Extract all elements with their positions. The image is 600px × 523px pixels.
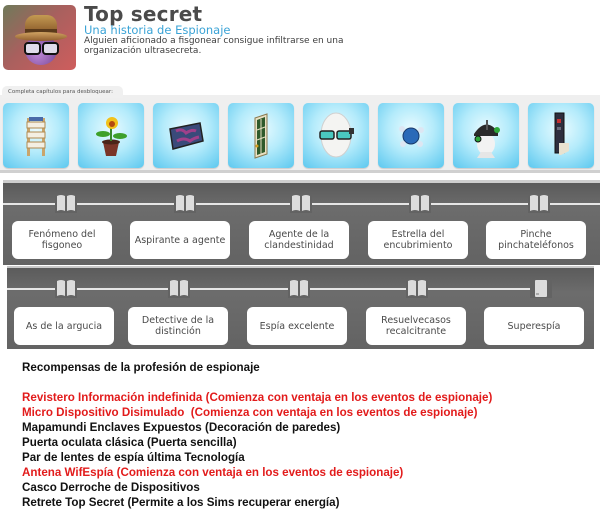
open-book-icon xyxy=(290,194,312,213)
magazine-rack-icon xyxy=(26,116,46,156)
spy-glasses-mask-icon xyxy=(319,112,354,157)
open-book-icon xyxy=(409,194,431,213)
reward-item: Antena WifEspía (Comienza con ventaja en… xyxy=(22,466,404,479)
reward-tile[interactable] xyxy=(228,103,294,168)
reward-tile[interactable] xyxy=(453,103,519,168)
aspiration-subtitle: Una historia de Espionaje xyxy=(84,23,231,37)
wifi-antenna-icon xyxy=(399,125,424,147)
reward-item: Par de lentes de espía última Tecnología xyxy=(22,451,245,464)
reward-tile[interactable] xyxy=(78,103,144,168)
open-book-icon xyxy=(288,279,310,298)
toilet-icon xyxy=(554,112,569,155)
chapter-card[interactable]: Espía excelente xyxy=(247,307,347,345)
door-icon xyxy=(254,112,268,159)
chapter-card[interactable]: Detective de la distinción xyxy=(128,307,228,345)
career-rewards-list: Recompensas de la profesión de espionaje… xyxy=(22,360,492,510)
open-book-icon xyxy=(174,194,196,213)
open-book-icon xyxy=(528,194,550,213)
reward-tile[interactable] xyxy=(3,103,69,168)
chapter-card[interactable]: Fenómeno del fisgoneo xyxy=(12,221,112,259)
chapter-band-1: Fenómeno del fisgoneo Aspirante a agente… xyxy=(3,180,600,265)
reward-item: Puerta oculata clásica (Puerta sencilla) xyxy=(22,436,237,449)
reward-item: Retrete Top Secret (Permite a los Sims r… xyxy=(22,496,340,509)
chapter-card[interactable]: As de la argucia xyxy=(14,307,114,345)
chapter-card[interactable]: Estrella del encubrimiento xyxy=(368,221,468,259)
reward-tile[interactable] xyxy=(528,103,594,168)
unlock-rewards-strip xyxy=(0,95,600,173)
reward-item: Mapamundi Enclaves Expuestos (Decoración… xyxy=(22,421,341,434)
closed-book-icon xyxy=(530,279,552,298)
open-book-icon xyxy=(168,279,190,298)
chapter-connector-line xyxy=(7,288,551,290)
reward-tile[interactable] xyxy=(153,103,219,168)
reward-item: Micro Dispositivo Disimulado (Comienza c… xyxy=(22,406,478,419)
reward-tile[interactable] xyxy=(303,103,369,168)
open-book-icon xyxy=(55,194,77,213)
spy-hat-glasses-icon xyxy=(3,5,76,70)
chapter-card[interactable]: Pinche pinchateléfonos xyxy=(486,221,586,259)
reward-item: Revistero Información indefinida (Comien… xyxy=(22,391,493,404)
chapter-band-2: As de la argucia Detective de la distinc… xyxy=(7,266,594,349)
chapter-card[interactable]: Resuelvecasos recalcitrante xyxy=(366,307,466,345)
rewards-heading: Recompensas de la profesión de espionaje xyxy=(22,361,260,374)
chapter-card[interactable]: Aspirante a agente xyxy=(130,221,230,259)
open-book-icon xyxy=(406,279,428,298)
gadget-helmet-icon xyxy=(474,119,500,158)
reward-tile[interactable] xyxy=(378,103,444,168)
unlock-label-tab: Completa capítulos para desbloquear: xyxy=(2,86,123,98)
reward-item: Casco Derroche de Dispositivos xyxy=(22,481,200,494)
chapter-card[interactable]: Superespía xyxy=(484,307,584,345)
aspiration-description: Alguien aficionado a fisgonear consigue … xyxy=(84,36,344,56)
chapter-card[interactable]: Agente de la clandestinidad xyxy=(249,221,349,259)
world-map-icon xyxy=(169,121,204,150)
open-book-icon xyxy=(55,279,77,298)
aspiration-title: Top secret xyxy=(84,2,203,26)
potted-flower-icon xyxy=(96,116,127,156)
